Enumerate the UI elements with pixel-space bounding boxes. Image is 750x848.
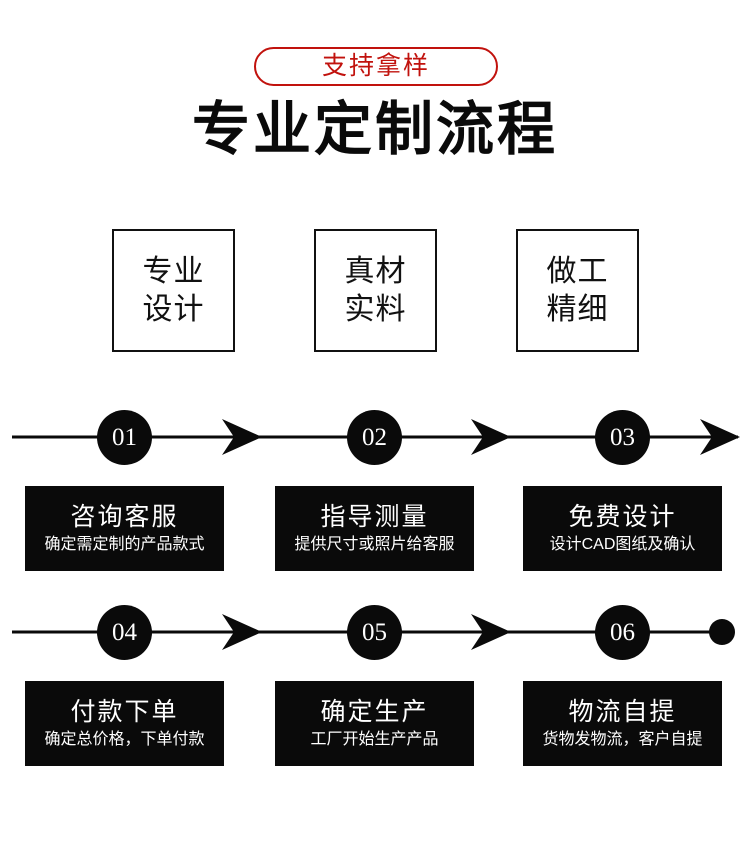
step-card-subtitle: 设计CAD图纸及确认 <box>549 536 696 554</box>
step-card-title: 付款下单 <box>70 698 179 727</box>
step-card-title: 物流自提 <box>568 698 677 727</box>
arrow-head-icon <box>222 614 262 650</box>
feature-line-1: 做工 <box>546 255 609 288</box>
step-number-badge-03: 03 <box>595 410 650 465</box>
arrow-head-icon <box>471 614 511 650</box>
step-card-logistics-pickup: 物流自提 货物发物流，客户自提 <box>523 681 722 766</box>
step-card-title: 确定生产 <box>320 698 429 727</box>
step-number-badge-06: 06 <box>595 605 650 660</box>
feature-line-1: 专业 <box>142 255 205 288</box>
step-card-subtitle: 确定总价格，下单付款 <box>44 731 205 749</box>
step-card-payment-order: 付款下单 确定总价格，下单付款 <box>25 681 224 766</box>
step-number-badge-04: 04 <box>97 605 152 660</box>
feature-line-2: 实料 <box>344 292 407 326</box>
step-number-badge-01: 01 <box>97 410 152 465</box>
feature-box-genuine-materials: 真材 实料 <box>314 229 437 352</box>
feature-line-1: 真材 <box>344 255 407 288</box>
page-title: 专业定制流程 <box>191 97 558 162</box>
feature-box-fine-workmanship: 做工 精细 <box>516 229 639 352</box>
step-card-title: 免费设计 <box>568 503 677 532</box>
step-card-title: 指导测量 <box>320 503 429 532</box>
step-card-confirm-production: 确定生产 工厂开始生产产品 <box>275 681 474 766</box>
arrow-head-icon <box>222 419 262 455</box>
feature-line-2: 精细 <box>546 292 609 326</box>
step-card-title: 咨询客服 <box>70 503 179 532</box>
step-card-subtitle: 提供尺寸或照片给客服 <box>294 536 455 554</box>
step-card-subtitle: 工厂开始生产产品 <box>310 731 439 749</box>
step-card-guided-measurement: 指导测量 提供尺寸或照片给客服 <box>275 486 474 571</box>
step-card-subtitle: 确定需定制的产品款式 <box>44 536 205 554</box>
step-card-free-design: 免费设计 设计CAD图纸及确认 <box>523 486 722 571</box>
feature-box-professional-design: 专业 设计 <box>112 229 235 352</box>
feature-line-2: 设计 <box>142 292 205 326</box>
step-number-badge-02: 02 <box>347 410 402 465</box>
arrow-head-icon <box>700 419 740 455</box>
arrow-head-icon <box>471 419 511 455</box>
end-dot-icon <box>709 619 735 645</box>
support-sample-badge: 支持拿样 <box>254 47 498 86</box>
step-card-consult-service: 咨询客服 确定需定制的产品款式 <box>25 486 224 571</box>
step-number-badge-05: 05 <box>347 605 402 660</box>
step-card-subtitle: 货物发物流，客户自提 <box>542 731 703 749</box>
